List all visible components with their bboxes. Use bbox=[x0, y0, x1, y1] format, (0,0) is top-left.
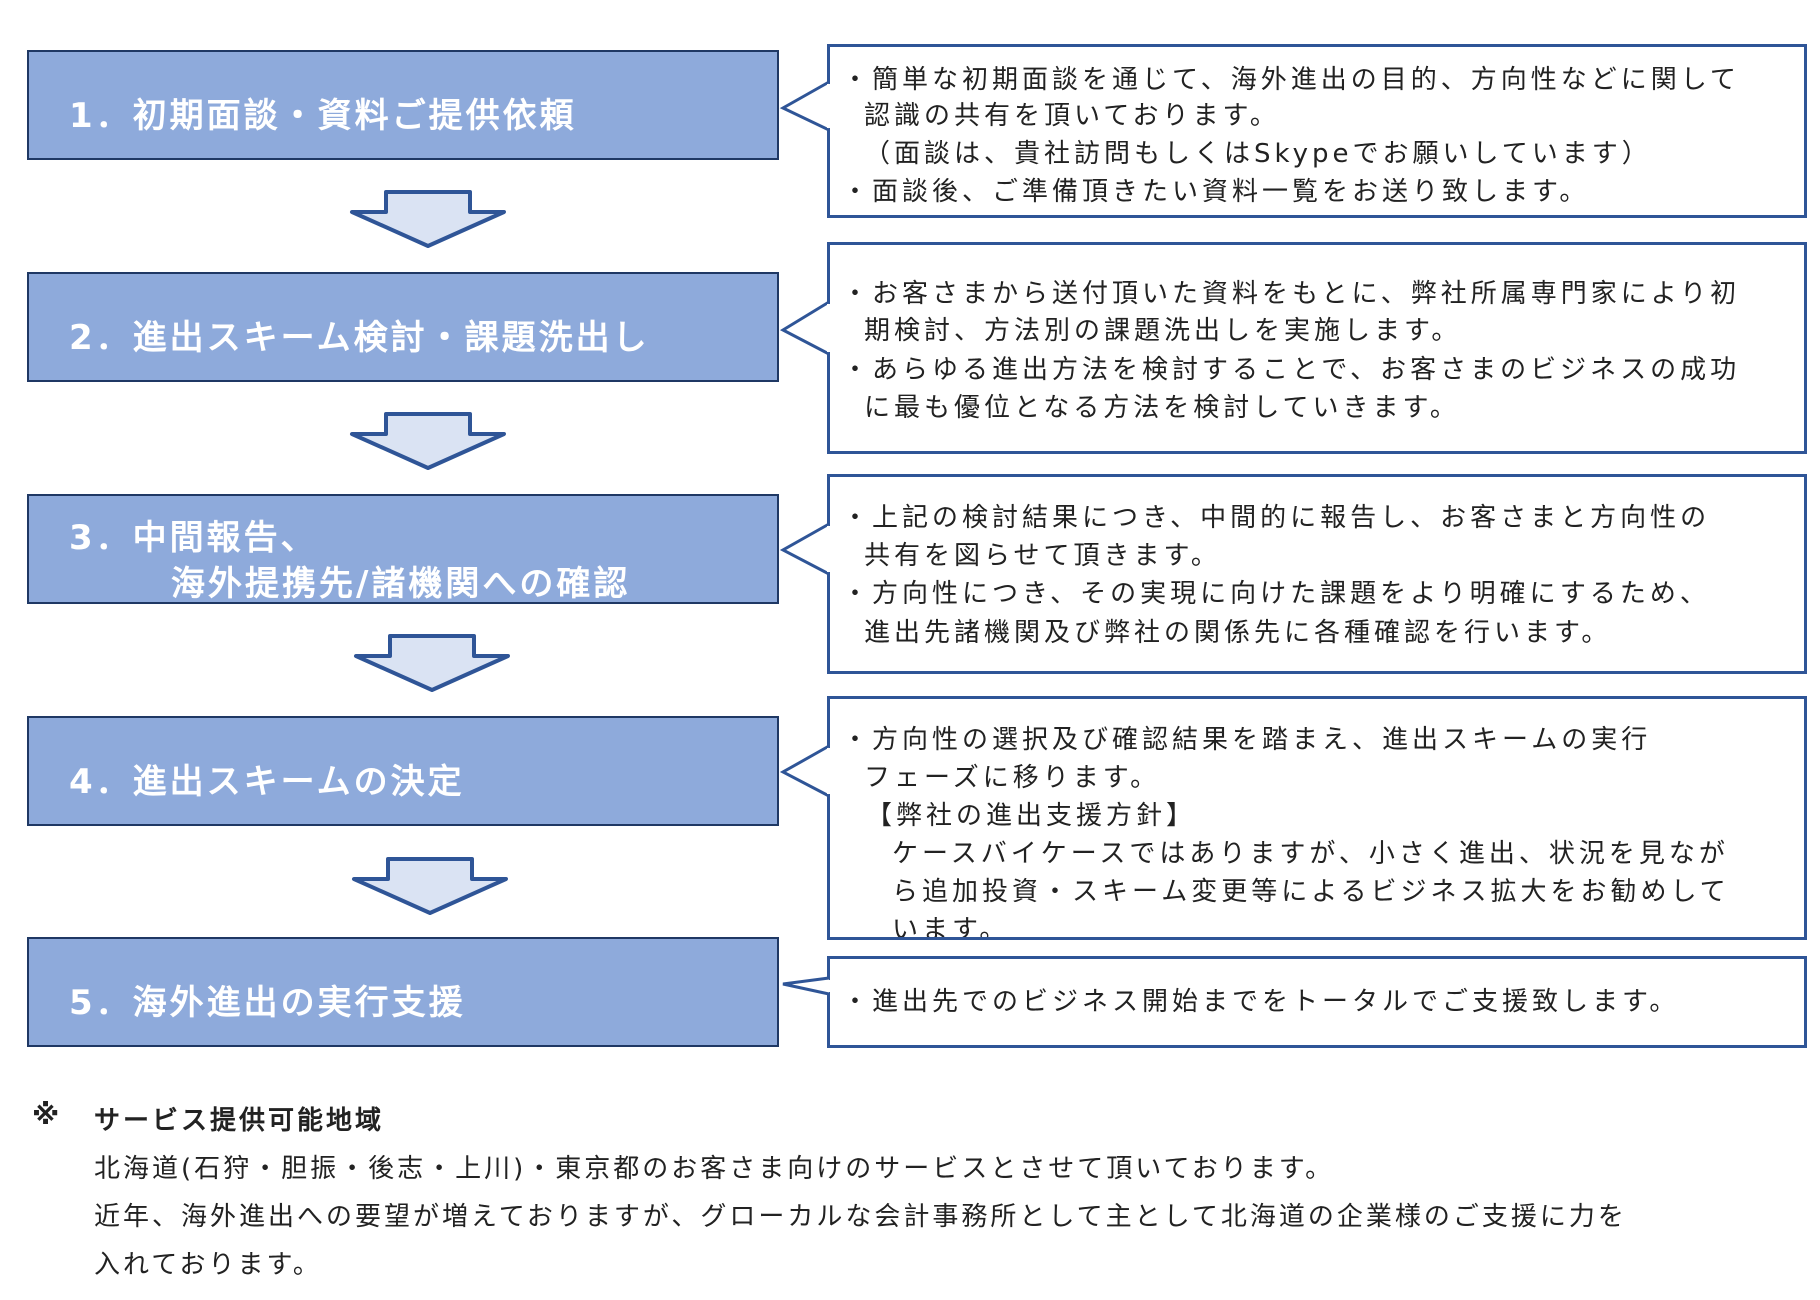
description-line: ・方向性につき、その実現に向けた課題をより明確にするため、 bbox=[842, 579, 1710, 609]
description-line: ・上記の検討結果につき、中間的に報告し、お客さまと方向性の bbox=[842, 503, 1711, 533]
description-line: ・進出先でのビジネス開始までをトータルでご支援致します。 bbox=[842, 987, 1680, 1017]
description-line: （面談は、貴社訪問もしくはSkypeでお願いしています） bbox=[864, 139, 1652, 169]
down-arrow-icon bbox=[350, 412, 506, 470]
description-line: フェーズに移ります。 bbox=[864, 763, 1161, 793]
step-2-box: 2．進出スキーム検討・課題洗出し bbox=[27, 272, 779, 382]
note-mark: ※ bbox=[32, 1098, 60, 1131]
step-3-box: 3．中間報告、 海外提携先/諸機関への確認 bbox=[27, 494, 779, 604]
down-arrow-icon bbox=[352, 857, 508, 915]
description-line: 進出先諸機関及び弊社の関係先に各種確認を行います。 bbox=[864, 618, 1612, 648]
step-1-description: ・簡単な初期面談を通じて、海外進出の目的、方向性などに関して 認識の共有を頂いて… bbox=[827, 44, 1807, 218]
step-3-description: ・上記の検討結果につき、中間的に報告し、お客さまと方向性の 共有を図らせて頂きま… bbox=[827, 474, 1807, 674]
description-line: 認識の共有を頂いております。 bbox=[864, 101, 1280, 131]
step-1-box: 1．初期面談・資料ご提供依頼 bbox=[27, 50, 779, 160]
note-body-line: 北海道(石狩・胆振・後志・上川)・東京都のお客さま向けのサービスとさせて頂いてお… bbox=[94, 1154, 1335, 1184]
description-line: ・簡単な初期面談を通じて、海外進出の目的、方向性などに関して bbox=[842, 65, 1740, 95]
description-line: 【弊社の進出支援方針】 bbox=[866, 801, 1197, 831]
down-arrow-icon bbox=[354, 634, 510, 692]
note-body-line: 入れております。 bbox=[94, 1250, 322, 1280]
step-2-label: 2．進出スキーム検討・課題洗出し bbox=[69, 318, 650, 358]
step-4-description: ・方向性の選択及び確認結果を踏まえ、進出スキームの実行 フェーズに移ります。 【… bbox=[827, 696, 1807, 940]
step-5-label: 5．海外進出の実行支援 bbox=[69, 983, 466, 1023]
description-line: ら追加投資・スキーム変更等によるビジネス拡大をお勧めして bbox=[892, 877, 1730, 907]
description-line: に最も優位となる方法を検討していきます。 bbox=[864, 393, 1460, 423]
description-line: ・あらゆる進出方法を検討することで、お客さまのビジネスの成功 bbox=[842, 355, 1741, 385]
description-line: います。 bbox=[892, 915, 1010, 940]
description-line: ・方向性の選択及び確認結果を踏まえ、進出スキームの実行 bbox=[842, 725, 1652, 755]
step-5-box: 5．海外進出の実行支援 bbox=[27, 937, 779, 1047]
service-area-note: ※ サービス提供可能地域 北海道(石狩・胆振・後志・上川)・東京都のお客さま向け… bbox=[32, 1098, 1792, 1288]
step-4-label: 4．進出スキームの決定 bbox=[69, 762, 465, 802]
note-body-line: 近年、海外進出への要望が増えておりますが、グローカルな会計事務所として主として北… bbox=[94, 1202, 1627, 1232]
description-line: ・お客さまから送付頂いた資料をもとに、弊社所属専門家により初 bbox=[842, 279, 1741, 309]
description-line: ケースバイケースではありますが、小さく進出、状況を見なが bbox=[892, 839, 1729, 869]
description-line: ・面談後、ご準備頂きたい資料一覧をお送り致します。 bbox=[842, 177, 1590, 207]
step-5-description: ・進出先でのビジネス開始までをトータルでご支援致します。 bbox=[827, 956, 1807, 1048]
down-arrow-icon bbox=[350, 190, 506, 248]
description-line: 共有を図らせて頂きます。 bbox=[864, 541, 1221, 571]
description-line: 期検討、方法別の課題洗出しを実施します。 bbox=[864, 316, 1462, 346]
note-heading: サービス提供可能地域 bbox=[94, 1106, 385, 1136]
step-3-label-line-2: 海外提携先/諸機関への確認 bbox=[171, 564, 631, 604]
step-1-label: 1．初期面談・資料ご提供依頼 bbox=[69, 96, 577, 136]
step-2-description: ・お客さまから送付頂いた資料をもとに、弊社所属専門家により初 期検討、方法別の課… bbox=[827, 242, 1807, 454]
step-4-box: 4．進出スキームの決定 bbox=[27, 716, 779, 826]
step-3-label-line-1: 3．中間報告、 bbox=[69, 518, 318, 558]
